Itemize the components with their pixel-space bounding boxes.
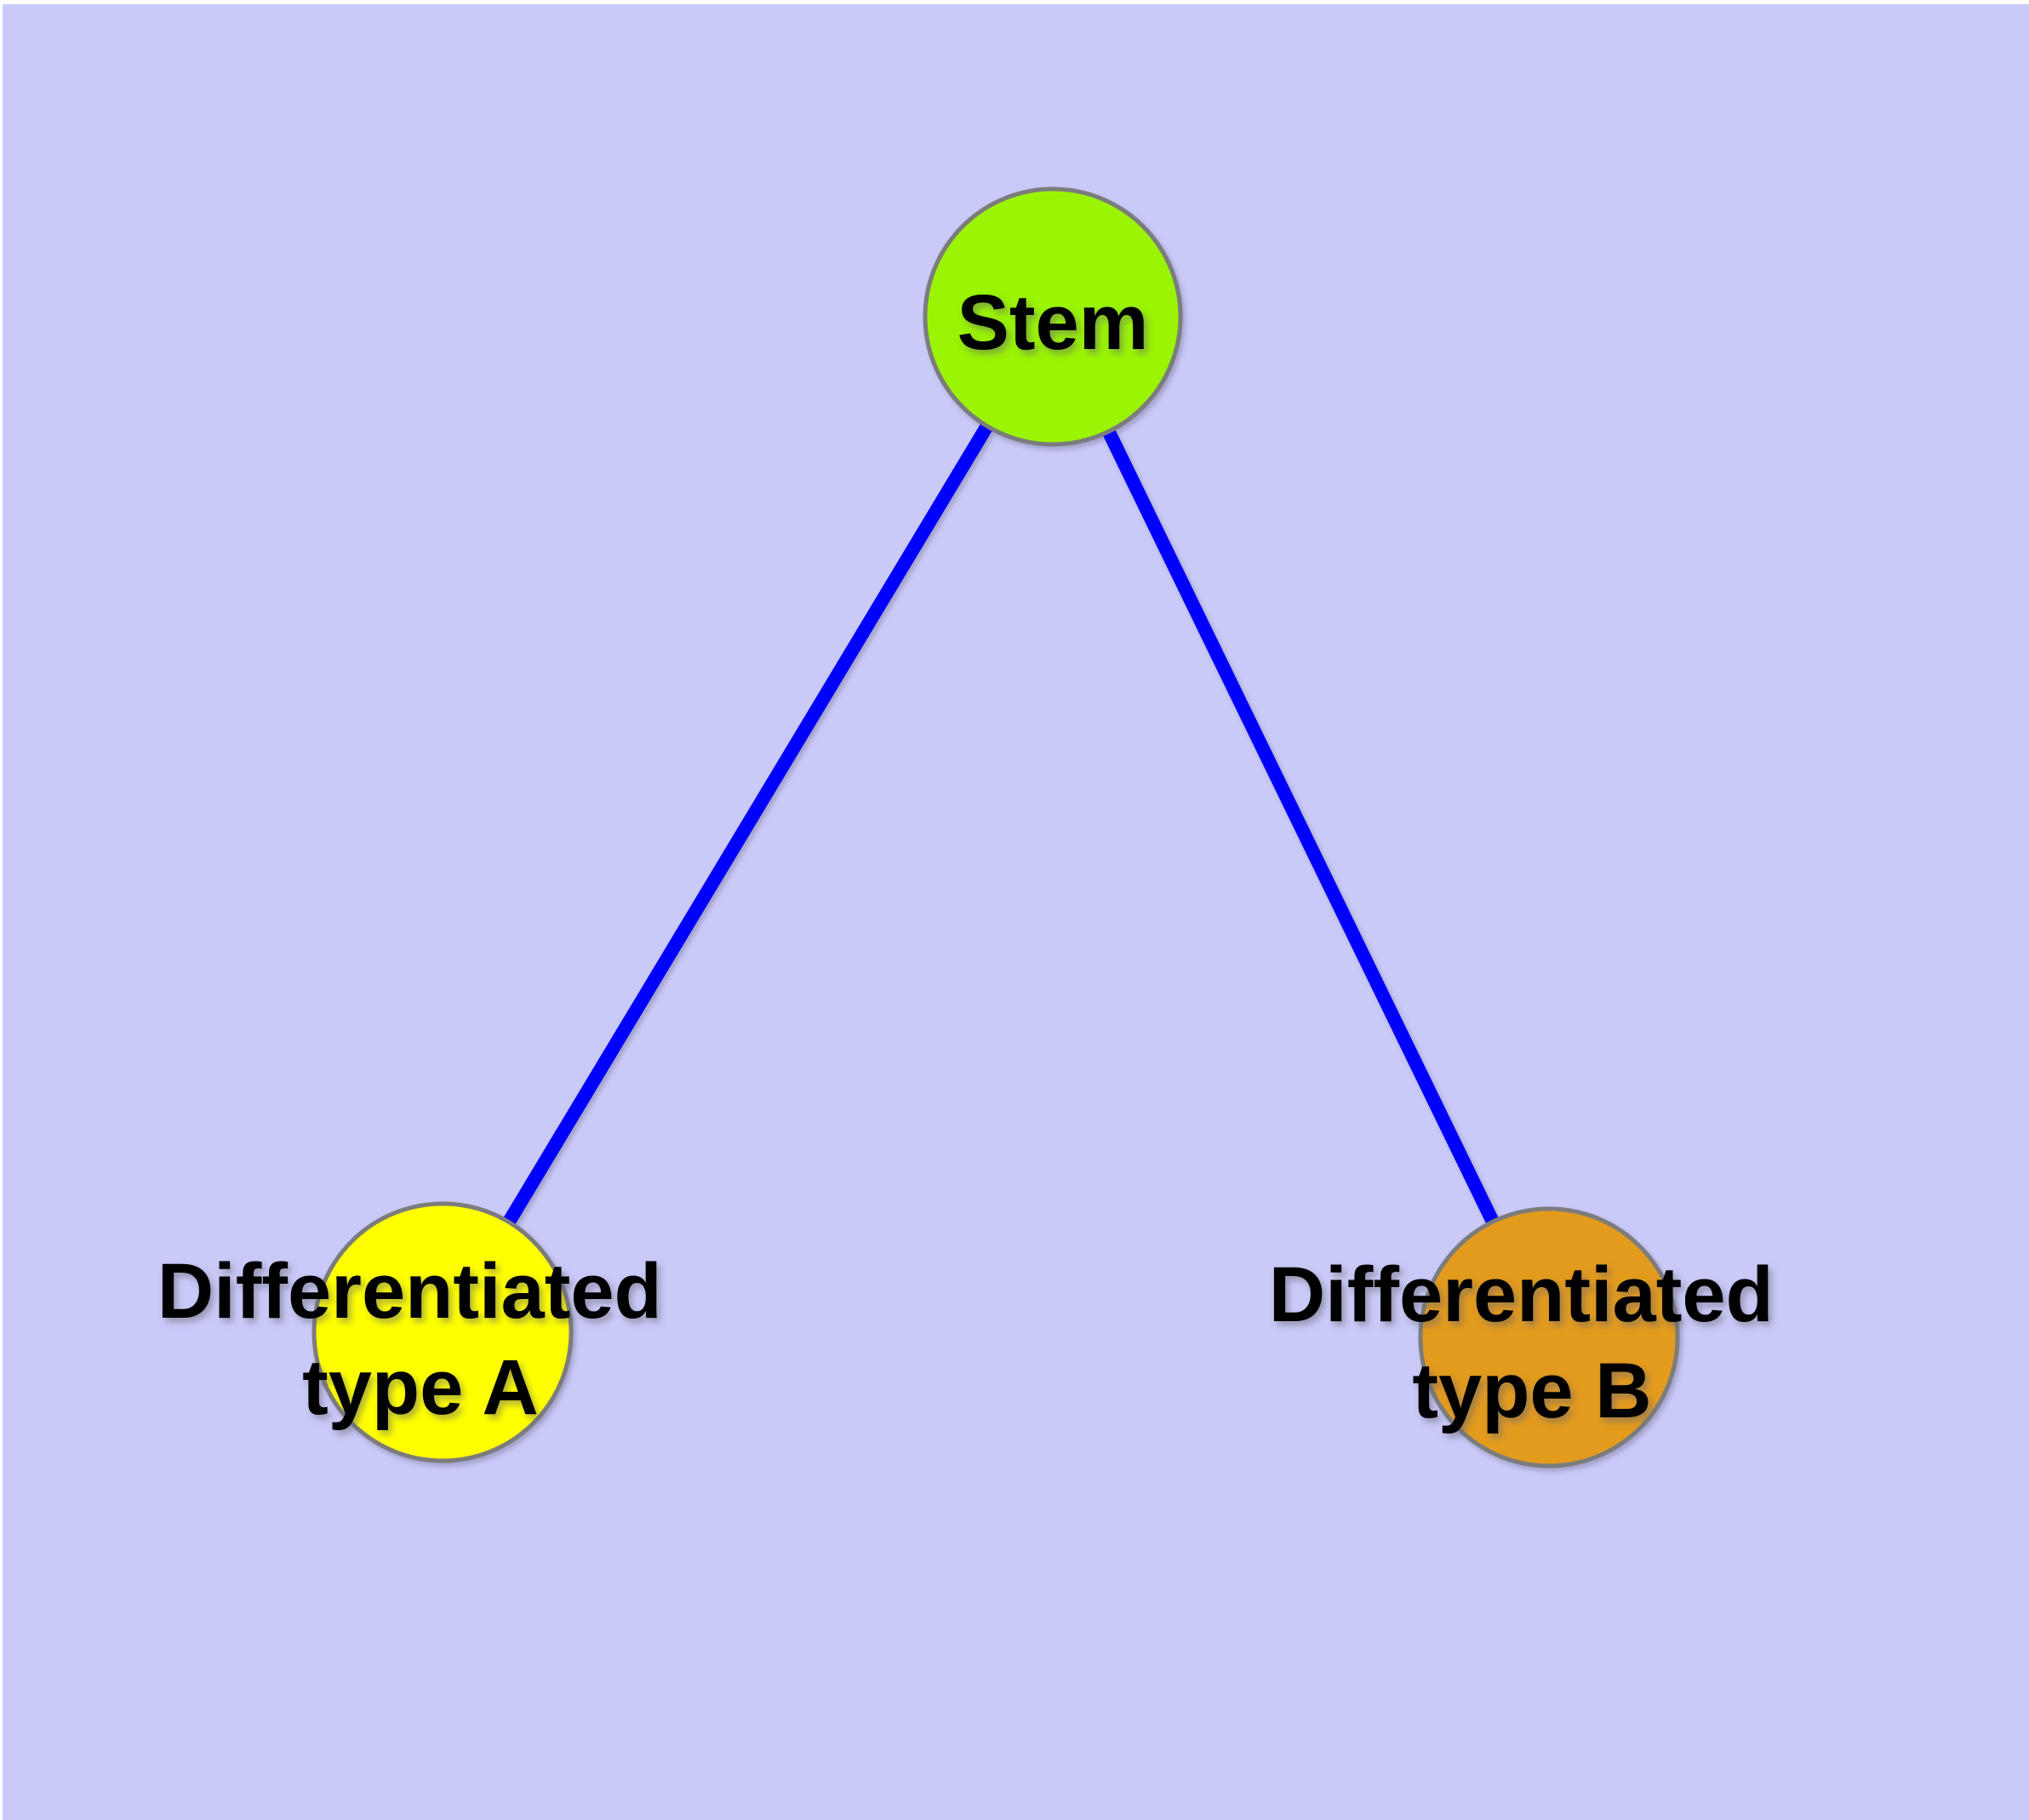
node-type-a-label-line1: Differentiated bbox=[157, 1248, 662, 1335]
node-type-b-label-line1: Differentiated bbox=[1269, 1251, 1774, 1338]
node-type-b-label: Differentiated type B bbox=[1269, 1251, 1796, 1434]
node-type-a-label-line2: type A bbox=[302, 1344, 539, 1431]
node-type-a-label: Differentiated type A bbox=[157, 1248, 684, 1431]
edge-stem-to-type-b bbox=[1046, 313, 1556, 1341]
node-type-b-circle bbox=[1418, 1206, 1680, 1468]
node-stem-circle bbox=[923, 186, 1183, 447]
edge-stem-to-type-a bbox=[437, 312, 1059, 1336]
node-type-b-label-line2: type B bbox=[1412, 1348, 1651, 1434]
node-type-a-circle bbox=[311, 1201, 574, 1463]
node-stem-label: Stem bbox=[957, 279, 1149, 366]
